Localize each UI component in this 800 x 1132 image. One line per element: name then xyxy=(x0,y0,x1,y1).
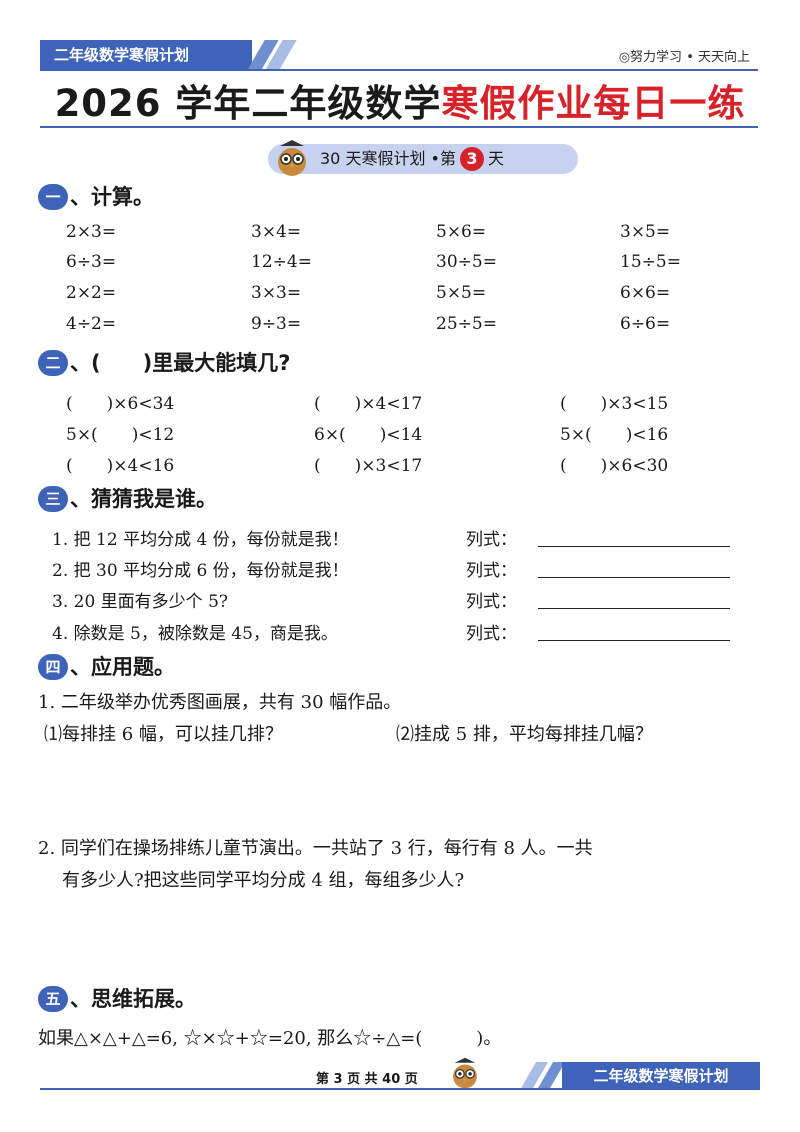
problem-1b: ⑵挂成 5 排，平均每排挂几幅？ xyxy=(396,724,653,745)
problem-2-line2: 有多少人?把这些同学平均分成 4 组，每组多少人? xyxy=(62,870,465,891)
section-title: 、计算。 xyxy=(70,185,154,209)
section-1-header: 一、计算。 xyxy=(38,182,154,212)
formula-label: 列式： xyxy=(466,530,517,550)
calc-item: 5×5= xyxy=(436,283,487,303)
plan-prefix: 30 天寒假计划 •第 xyxy=(320,149,456,168)
fill-item: ( )×6<34 xyxy=(66,394,175,414)
motto: ◎努力学习 • 天天向上 xyxy=(618,50,750,65)
plan-suffix: 天 xyxy=(487,149,504,168)
section-4-header: 四、应用题。 xyxy=(38,652,175,682)
section-title: 、猜猜我是谁。 xyxy=(70,487,217,511)
footer-tab: 二年级数学寒假计划 xyxy=(562,1062,760,1090)
formula-label: 列式： xyxy=(466,561,517,581)
calc-item: 6÷3= xyxy=(66,252,117,272)
calc-item: 12÷4= xyxy=(251,252,312,272)
calc-item: 9÷3= xyxy=(251,314,302,334)
fill-item: 5×( )<12 xyxy=(66,425,175,445)
footer-rule xyxy=(40,1088,758,1090)
section-title: 、应用题。 xyxy=(70,655,175,679)
calc-item: 4÷2= xyxy=(66,314,117,334)
page-title: 2026 学年二年级数学寒假作业每日一练 xyxy=(40,78,760,130)
fill-item: 5×( )<16 xyxy=(560,425,669,445)
guess-item: 3. 20 里面有多少个 5? xyxy=(52,592,228,612)
fill-item: ( )×4<17 xyxy=(314,394,423,414)
answer-blank[interactable] xyxy=(538,546,730,547)
formula-label: 列式： xyxy=(466,592,517,612)
guess-item: 1. 把 12 平均分成 4 份，每份就是我！ xyxy=(52,530,349,550)
section-title: 、思维拓展。 xyxy=(70,987,196,1011)
page-number: 第 3 页 共 40 页 xyxy=(316,1072,418,1087)
calc-item: 25÷5= xyxy=(436,314,497,334)
calc-item: 2×2= xyxy=(66,283,117,303)
calc-item: 6÷6= xyxy=(620,314,671,334)
section-number: 二 xyxy=(38,350,68,376)
section-number: 一 xyxy=(38,184,68,210)
calc-item: 3×3= xyxy=(251,283,302,303)
fill-item: ( )×3<17 xyxy=(314,456,423,476)
problem-1a: ⑴每排挂 6 幅，可以挂几排？ xyxy=(44,724,283,745)
calc-item: 30÷5= xyxy=(436,252,497,272)
answer-blank[interactable] xyxy=(538,608,730,609)
formula-label: 列式： xyxy=(466,624,517,644)
guess-item: 4. 除数是 5，被除数是 45，商是我。 xyxy=(52,624,338,644)
owl-icon xyxy=(278,140,306,176)
section-number: 三 xyxy=(38,486,68,512)
calc-item: 2×3= xyxy=(66,222,117,242)
calc-item: 3×5= xyxy=(620,222,671,242)
owl-icon xyxy=(453,1057,477,1089)
title-red: 寒假作业每日一练 xyxy=(441,82,746,125)
answer-blank[interactable] xyxy=(538,640,730,641)
calc-item: 6×6= xyxy=(620,283,671,303)
calc-item: 5×6= xyxy=(436,222,487,242)
section-title: 、( )里最大能填几? xyxy=(70,351,291,375)
calc-item: 15÷5= xyxy=(620,252,681,272)
section-number: 五 xyxy=(38,986,68,1012)
fill-item: ( )×4<16 xyxy=(66,456,175,476)
guess-item: 2. 把 30 平均分成 6 份，每份就是我！ xyxy=(52,561,349,581)
answer-blank[interactable] xyxy=(538,577,730,578)
header-tab: 二年级数学寒假计划 xyxy=(40,40,252,70)
thinking-problem: 如果△×△+△=6, ☆×☆+☆=20, 那么☆÷△=( )。 xyxy=(38,1028,502,1049)
fill-item: 6×( )<14 xyxy=(314,425,423,445)
header-rule xyxy=(40,69,758,71)
problem-2-line1: 2. 同学们在操场排练儿童节演出。一共站了 3 行，每行有 8 人。一共 xyxy=(38,838,593,859)
calc-item: 3×4= xyxy=(251,222,302,242)
problem-1: 1. 二年级举办优秀图画展，共有 30 幅作品。 xyxy=(38,692,402,713)
fill-item: ( )×6<30 xyxy=(560,456,669,476)
section-number: 四 xyxy=(38,654,68,680)
title-black: 2026 学年二年级数学 xyxy=(54,82,442,125)
section-3-header: 三、猜猜我是谁。 xyxy=(38,484,217,514)
plan-day: 3 xyxy=(459,147,484,171)
section-2-header: 二、( )里最大能填几? xyxy=(38,348,290,378)
fill-item: ( )×3<15 xyxy=(560,394,669,414)
title-rule xyxy=(40,126,758,128)
section-5-header: 五、思维拓展。 xyxy=(38,984,196,1014)
